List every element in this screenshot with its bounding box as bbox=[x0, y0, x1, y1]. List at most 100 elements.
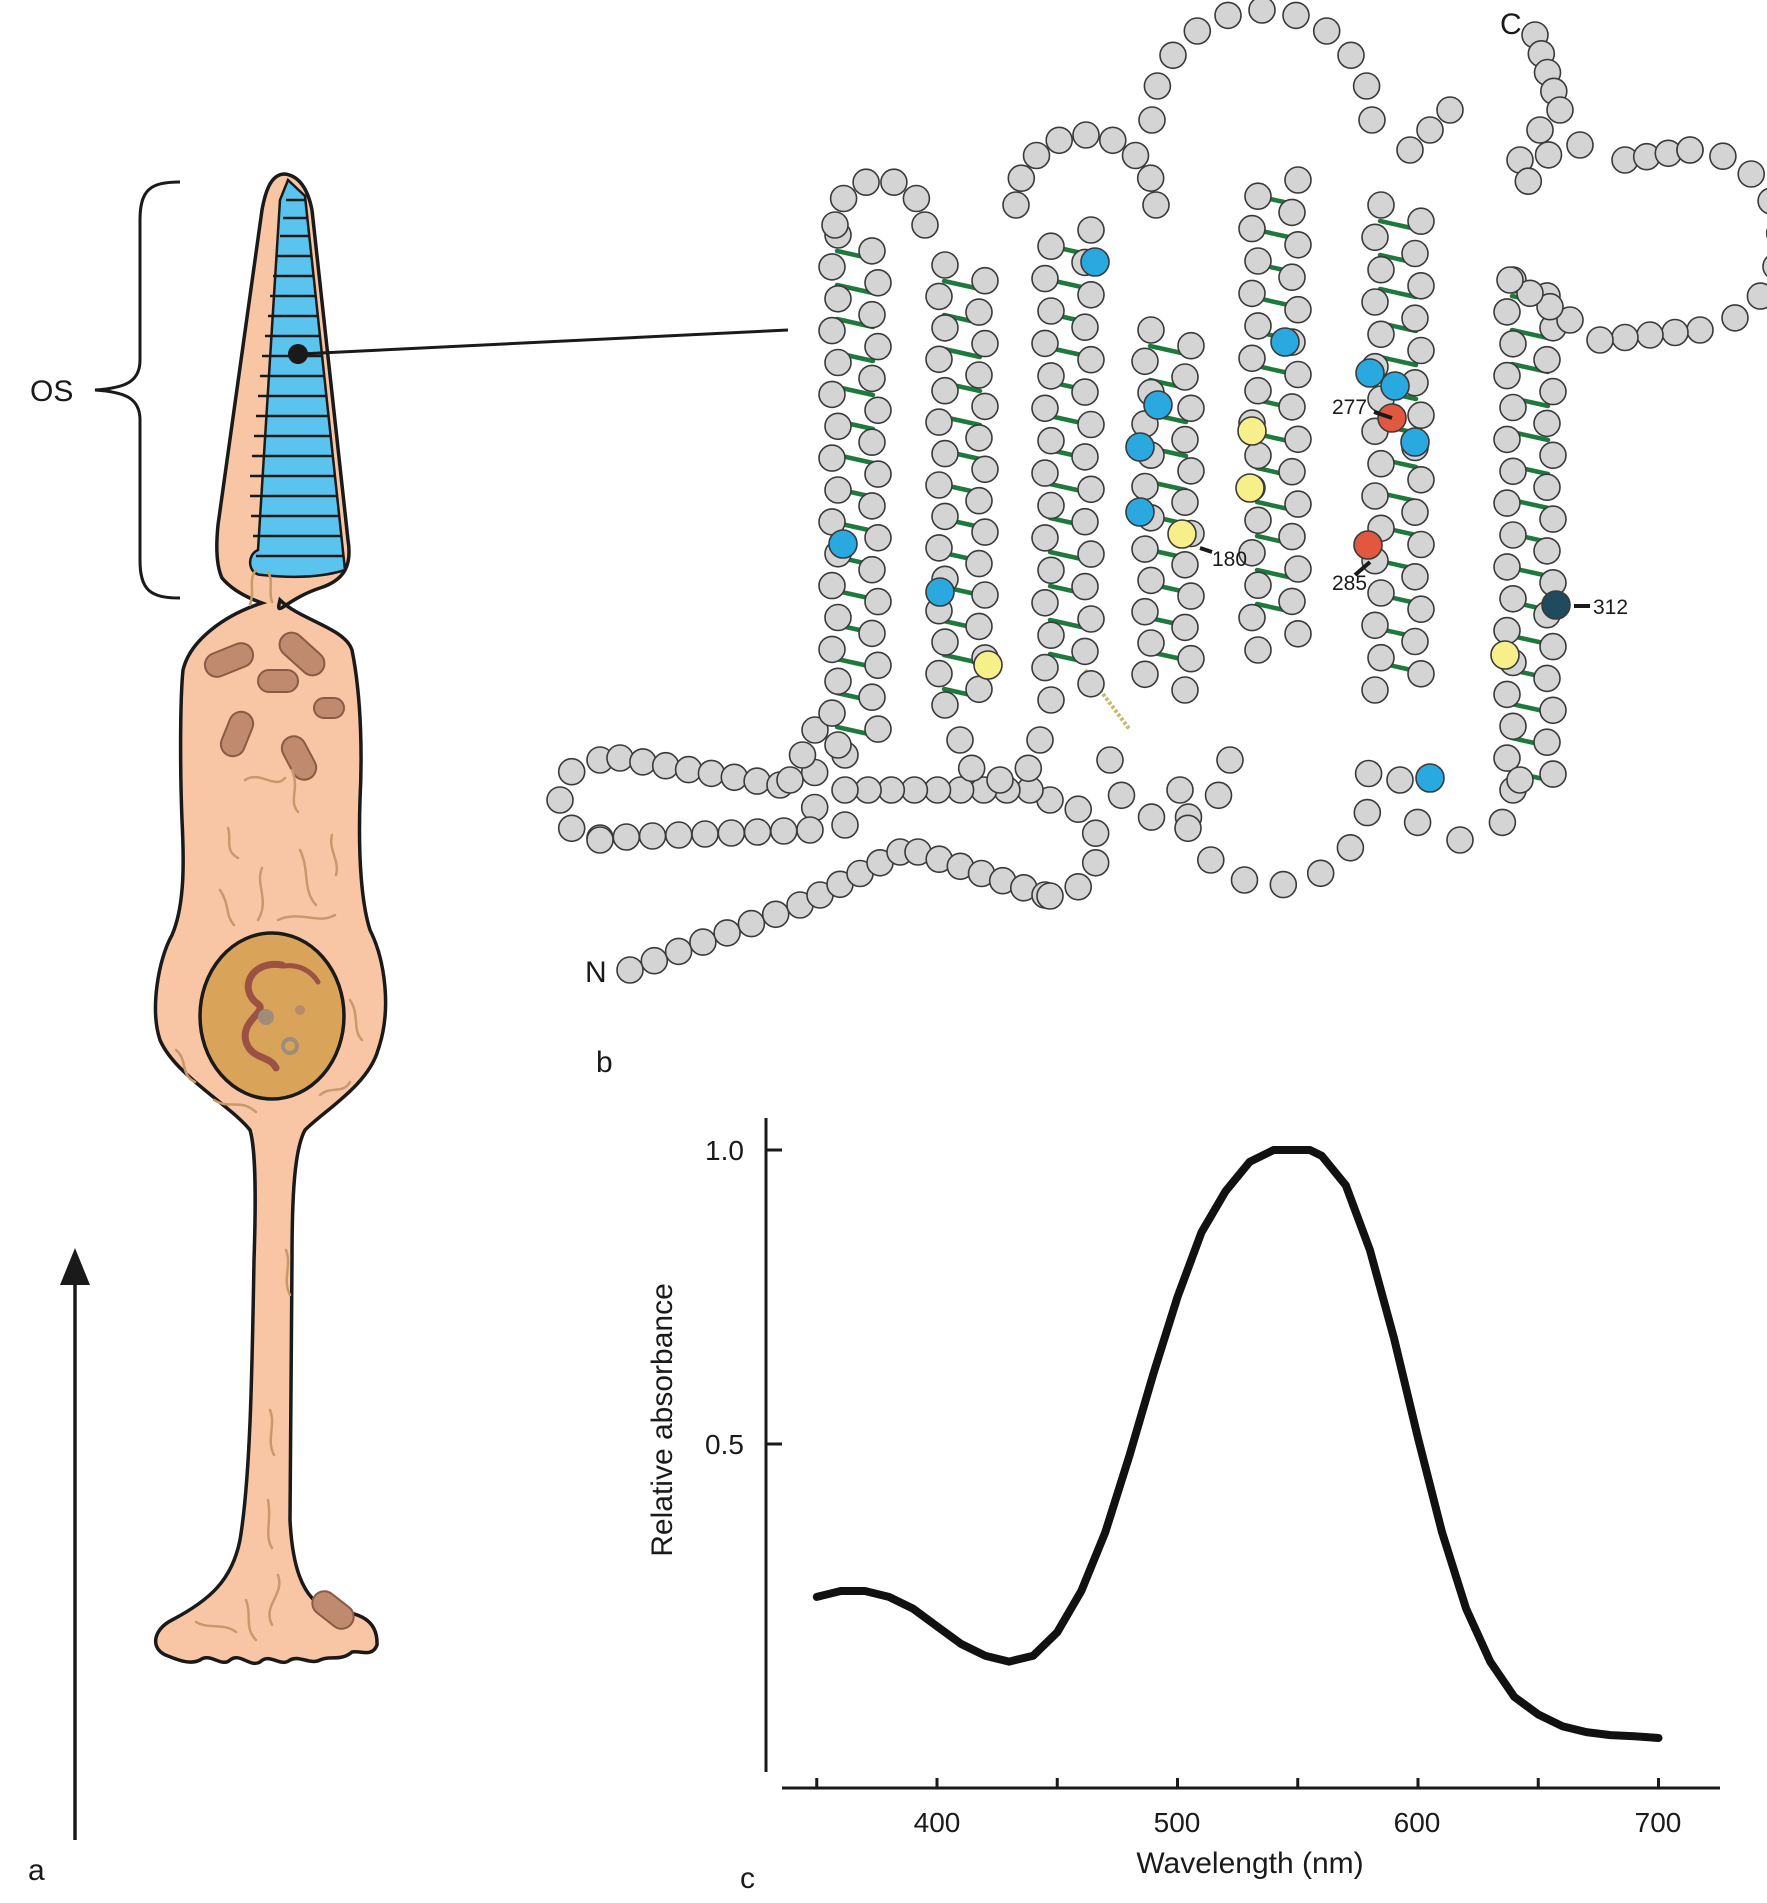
residue bbox=[1131, 472, 1159, 501]
residue bbox=[1337, 41, 1365, 70]
residue bbox=[1278, 263, 1306, 292]
residue bbox=[720, 763, 749, 792]
residue bbox=[1071, 443, 1099, 471]
residue bbox=[1361, 611, 1389, 640]
absorbance-chart: 0.5 1.0 400 500 600 700 Wavelength (nm) … bbox=[646, 1118, 1720, 1895]
residue bbox=[1077, 410, 1105, 439]
residue bbox=[1037, 686, 1065, 714]
residue bbox=[1284, 295, 1312, 324]
residue bbox=[1081, 848, 1110, 877]
residue bbox=[1546, 96, 1574, 124]
residue bbox=[1284, 231, 1312, 259]
residue bbox=[858, 428, 886, 457]
residue bbox=[1661, 318, 1689, 347]
residue bbox=[640, 946, 669, 975]
residue bbox=[1407, 465, 1435, 494]
residue bbox=[1031, 264, 1059, 293]
residue bbox=[858, 683, 886, 712]
os-bracket bbox=[94, 180, 181, 600]
residue bbox=[1493, 616, 1521, 645]
residue bbox=[1762, 256, 1767, 277]
helix-bond bbox=[941, 346, 983, 360]
residue bbox=[1131, 535, 1159, 563]
residue bbox=[1238, 538, 1266, 567]
residue bbox=[925, 408, 953, 436]
residue bbox=[864, 587, 892, 616]
residue bbox=[824, 412, 852, 441]
residue bbox=[1352, 72, 1381, 100]
residue bbox=[971, 329, 999, 358]
residue bbox=[1183, 17, 1212, 45]
residue bbox=[965, 298, 993, 326]
residue bbox=[902, 184, 931, 213]
residue bbox=[925, 659, 953, 688]
light-arrow-head-icon bbox=[60, 1248, 90, 1285]
residue bbox=[1137, 316, 1165, 344]
residue bbox=[1177, 582, 1205, 610]
residue bbox=[1244, 247, 1272, 275]
residue bbox=[1611, 323, 1639, 352]
highlighted-residue bbox=[1235, 473, 1265, 503]
residue bbox=[1244, 636, 1272, 664]
y-axis-title: Relative absorbance bbox=[646, 1283, 679, 1557]
residue bbox=[1077, 605, 1105, 633]
residue bbox=[931, 439, 959, 468]
highlighted-residue bbox=[1167, 519, 1197, 549]
residue bbox=[1516, 279, 1544, 308]
residue bbox=[1361, 676, 1389, 704]
residue bbox=[858, 237, 886, 265]
residue bbox=[925, 471, 953, 499]
residue bbox=[971, 518, 999, 546]
residue bbox=[1064, 795, 1092, 824]
y-tick-label-0.5: 0.5 bbox=[705, 1429, 744, 1460]
residue bbox=[931, 691, 959, 719]
residue bbox=[818, 380, 846, 409]
residue bbox=[1496, 266, 1524, 294]
residue bbox=[1367, 579, 1395, 607]
residue bbox=[1539, 632, 1567, 661]
residue bbox=[1407, 207, 1435, 235]
residue bbox=[1566, 131, 1594, 159]
residue bbox=[1506, 766, 1534, 794]
residue bbox=[1499, 457, 1527, 486]
highlighted-residue bbox=[1125, 432, 1155, 462]
residue bbox=[877, 776, 906, 804]
highlighted-residue bbox=[1355, 358, 1385, 388]
residue bbox=[1336, 833, 1365, 862]
residue bbox=[546, 786, 574, 814]
residue bbox=[854, 776, 882, 804]
residue bbox=[818, 253, 846, 281]
residue bbox=[1037, 297, 1065, 325]
residue bbox=[1131, 347, 1159, 376]
residue bbox=[818, 699, 846, 727]
helix-bond bbox=[1377, 286, 1419, 300]
residue bbox=[864, 396, 892, 425]
residue bbox=[1037, 491, 1065, 520]
residue bbox=[1499, 584, 1527, 613]
residue bbox=[1244, 571, 1272, 600]
residue bbox=[1407, 659, 1435, 688]
residue bbox=[1031, 329, 1059, 358]
residue bbox=[1284, 425, 1312, 454]
residue bbox=[1493, 361, 1521, 390]
residue bbox=[965, 675, 993, 704]
residue bbox=[1071, 507, 1099, 536]
residue bbox=[651, 751, 680, 780]
disc-marker-dot bbox=[288, 344, 308, 364]
residue bbox=[1238, 344, 1266, 373]
highlighted-residue bbox=[1541, 590, 1571, 620]
residue bbox=[1401, 239, 1429, 268]
residue bbox=[1721, 304, 1749, 332]
residue bbox=[821, 211, 849, 239]
residue bbox=[829, 184, 858, 213]
residue bbox=[801, 716, 829, 744]
residue bbox=[1244, 506, 1272, 535]
residue bbox=[824, 667, 852, 696]
highlighted-residue bbox=[1380, 371, 1410, 401]
residue bbox=[689, 928, 717, 956]
residue bbox=[1401, 498, 1429, 527]
residue bbox=[1533, 473, 1561, 502]
highlighted-residue bbox=[1143, 390, 1173, 420]
residue bbox=[965, 612, 993, 641]
residue bbox=[1446, 826, 1474, 854]
